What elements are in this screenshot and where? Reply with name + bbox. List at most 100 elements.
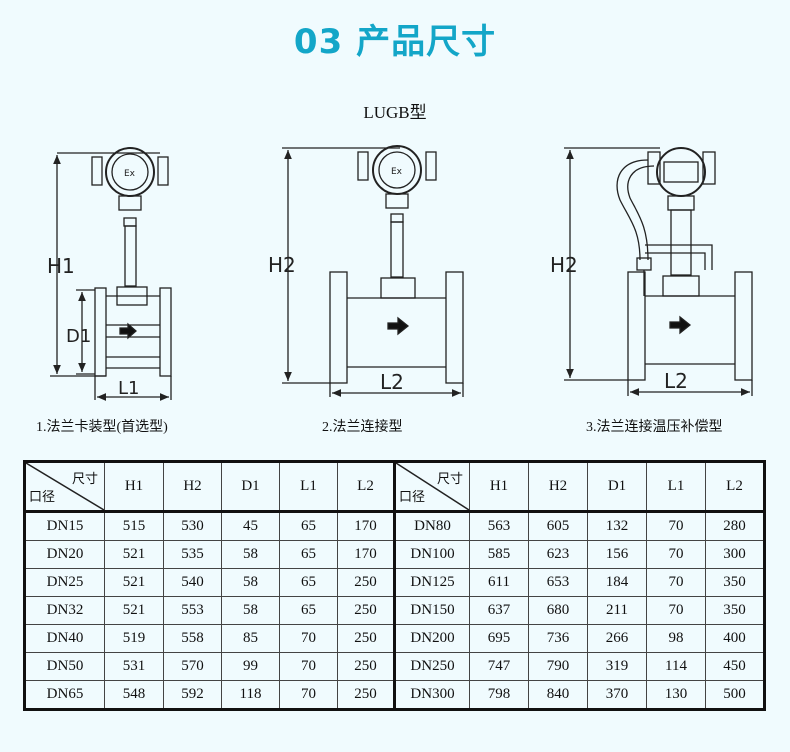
table-corner-header: 尺寸 口径 bbox=[24, 461, 105, 513]
dimension-drawings: H1 Ex D1 L1 H2 Ex L2 bbox=[47, 145, 753, 401]
value-cell: 65 bbox=[279, 596, 338, 625]
value-cell: 680 bbox=[528, 596, 588, 625]
diameter-cell: DN80 bbox=[393, 511, 470, 541]
column-header-d1: D1 bbox=[221, 461, 280, 513]
value-cell: 70 bbox=[279, 680, 338, 710]
diameter-cell: DN65 bbox=[24, 680, 105, 710]
value-cell: 99 bbox=[221, 652, 280, 681]
value-cell: 548 bbox=[104, 680, 164, 710]
value-cell: 70 bbox=[646, 568, 706, 597]
value-cell: 65 bbox=[279, 568, 338, 597]
value-cell: 558 bbox=[163, 624, 222, 653]
value-cell: 130 bbox=[646, 680, 706, 710]
value-cell: 70 bbox=[279, 652, 338, 681]
page-title: 03 产品尺寸 bbox=[293, 22, 497, 62]
value-cell: 114 bbox=[646, 652, 706, 681]
value-cell: 250 bbox=[337, 596, 395, 625]
flow-arrow-icon bbox=[387, 316, 410, 336]
lcd-display bbox=[663, 161, 699, 183]
value-cell: 98 bbox=[646, 624, 706, 653]
value-cell: 747 bbox=[469, 652, 529, 681]
diameter-cell: DN250 bbox=[393, 652, 470, 681]
value-cell: 521 bbox=[104, 596, 164, 625]
caption-type-2: 2.法兰连接型 bbox=[322, 420, 403, 435]
l1-label: L1 bbox=[118, 378, 139, 399]
flow-arrow-icon bbox=[669, 315, 692, 335]
model-subtitle: LUGB型 bbox=[363, 103, 427, 122]
value-cell: 611 bbox=[469, 568, 529, 597]
value-cell: 85 bbox=[221, 624, 280, 653]
value-cell: 350 bbox=[705, 568, 765, 597]
value-cell: 58 bbox=[221, 568, 280, 597]
value-cell: 319 bbox=[587, 652, 647, 681]
value-cell: 250 bbox=[337, 624, 395, 653]
l2-label: L2 bbox=[380, 370, 404, 394]
diameter-cell: DN15 bbox=[24, 511, 105, 541]
value-cell: 623 bbox=[528, 540, 588, 569]
diameter-cell: DN32 bbox=[24, 596, 105, 625]
value-cell: 280 bbox=[705, 511, 765, 541]
value-cell: 70 bbox=[646, 540, 706, 569]
drawing-temp-pressure-compensation-type: H2 L2 bbox=[550, 147, 753, 396]
value-cell: 790 bbox=[528, 652, 588, 681]
diameter-cell: DN50 bbox=[24, 652, 105, 681]
value-cell: 170 bbox=[337, 540, 395, 569]
value-cell: 535 bbox=[163, 540, 222, 569]
value-cell: 300 bbox=[705, 540, 765, 569]
value-cell: 521 bbox=[104, 540, 164, 569]
value-cell: 65 bbox=[279, 540, 338, 569]
diameter-cell: DN25 bbox=[24, 568, 105, 597]
column-header-h1: H1 bbox=[469, 461, 529, 513]
value-cell: 370 bbox=[587, 680, 647, 710]
value-cell: 156 bbox=[587, 540, 647, 569]
value-cell: 211 bbox=[587, 596, 647, 625]
value-cell: 530 bbox=[163, 511, 222, 541]
value-cell: 132 bbox=[587, 511, 647, 541]
ex-mark: Ex bbox=[124, 169, 136, 179]
diameter-cell: DN150 bbox=[393, 596, 470, 625]
value-cell: 250 bbox=[337, 680, 395, 710]
value-cell: 563 bbox=[469, 511, 529, 541]
value-cell: 592 bbox=[163, 680, 222, 710]
h2-label: H2 bbox=[268, 253, 296, 277]
diameter-cell: DN20 bbox=[24, 540, 105, 569]
value-cell: 184 bbox=[587, 568, 647, 597]
value-cell: 570 bbox=[163, 652, 222, 681]
column-header-l1: L1 bbox=[646, 461, 706, 513]
value-cell: 553 bbox=[163, 596, 222, 625]
value-cell: 540 bbox=[163, 568, 222, 597]
value-cell: 531 bbox=[104, 652, 164, 681]
value-cell: 250 bbox=[337, 652, 395, 681]
value-cell: 519 bbox=[104, 624, 164, 653]
diameter-cell: DN125 bbox=[393, 568, 470, 597]
value-cell: 400 bbox=[705, 624, 765, 653]
value-cell: 515 bbox=[104, 511, 164, 541]
column-header-l1: L1 bbox=[279, 461, 338, 513]
value-cell: 585 bbox=[469, 540, 529, 569]
flow-arrow-icon bbox=[119, 322, 137, 340]
corner-label-diameter: 口径 bbox=[399, 490, 426, 505]
value-cell: 450 bbox=[705, 652, 765, 681]
value-cell: 45 bbox=[221, 511, 280, 541]
value-cell: 65 bbox=[279, 511, 338, 541]
value-cell: 70 bbox=[646, 511, 706, 541]
diameter-cell: DN300 bbox=[393, 680, 470, 710]
value-cell: 653 bbox=[528, 568, 588, 597]
column-header-h1: H1 bbox=[104, 461, 164, 513]
value-cell: 58 bbox=[221, 540, 280, 569]
diameter-cell: DN100 bbox=[393, 540, 470, 569]
value-cell: 840 bbox=[528, 680, 588, 710]
corner-label-size: 尺寸 bbox=[71, 472, 98, 487]
table-corner-header: 尺寸 口径 bbox=[393, 461, 470, 513]
value-cell: 170 bbox=[337, 511, 395, 541]
diameter-cell: DN40 bbox=[24, 624, 105, 653]
value-cell: 70 bbox=[279, 624, 338, 653]
value-cell: 695 bbox=[469, 624, 529, 653]
column-header-h2: H2 bbox=[528, 461, 588, 513]
